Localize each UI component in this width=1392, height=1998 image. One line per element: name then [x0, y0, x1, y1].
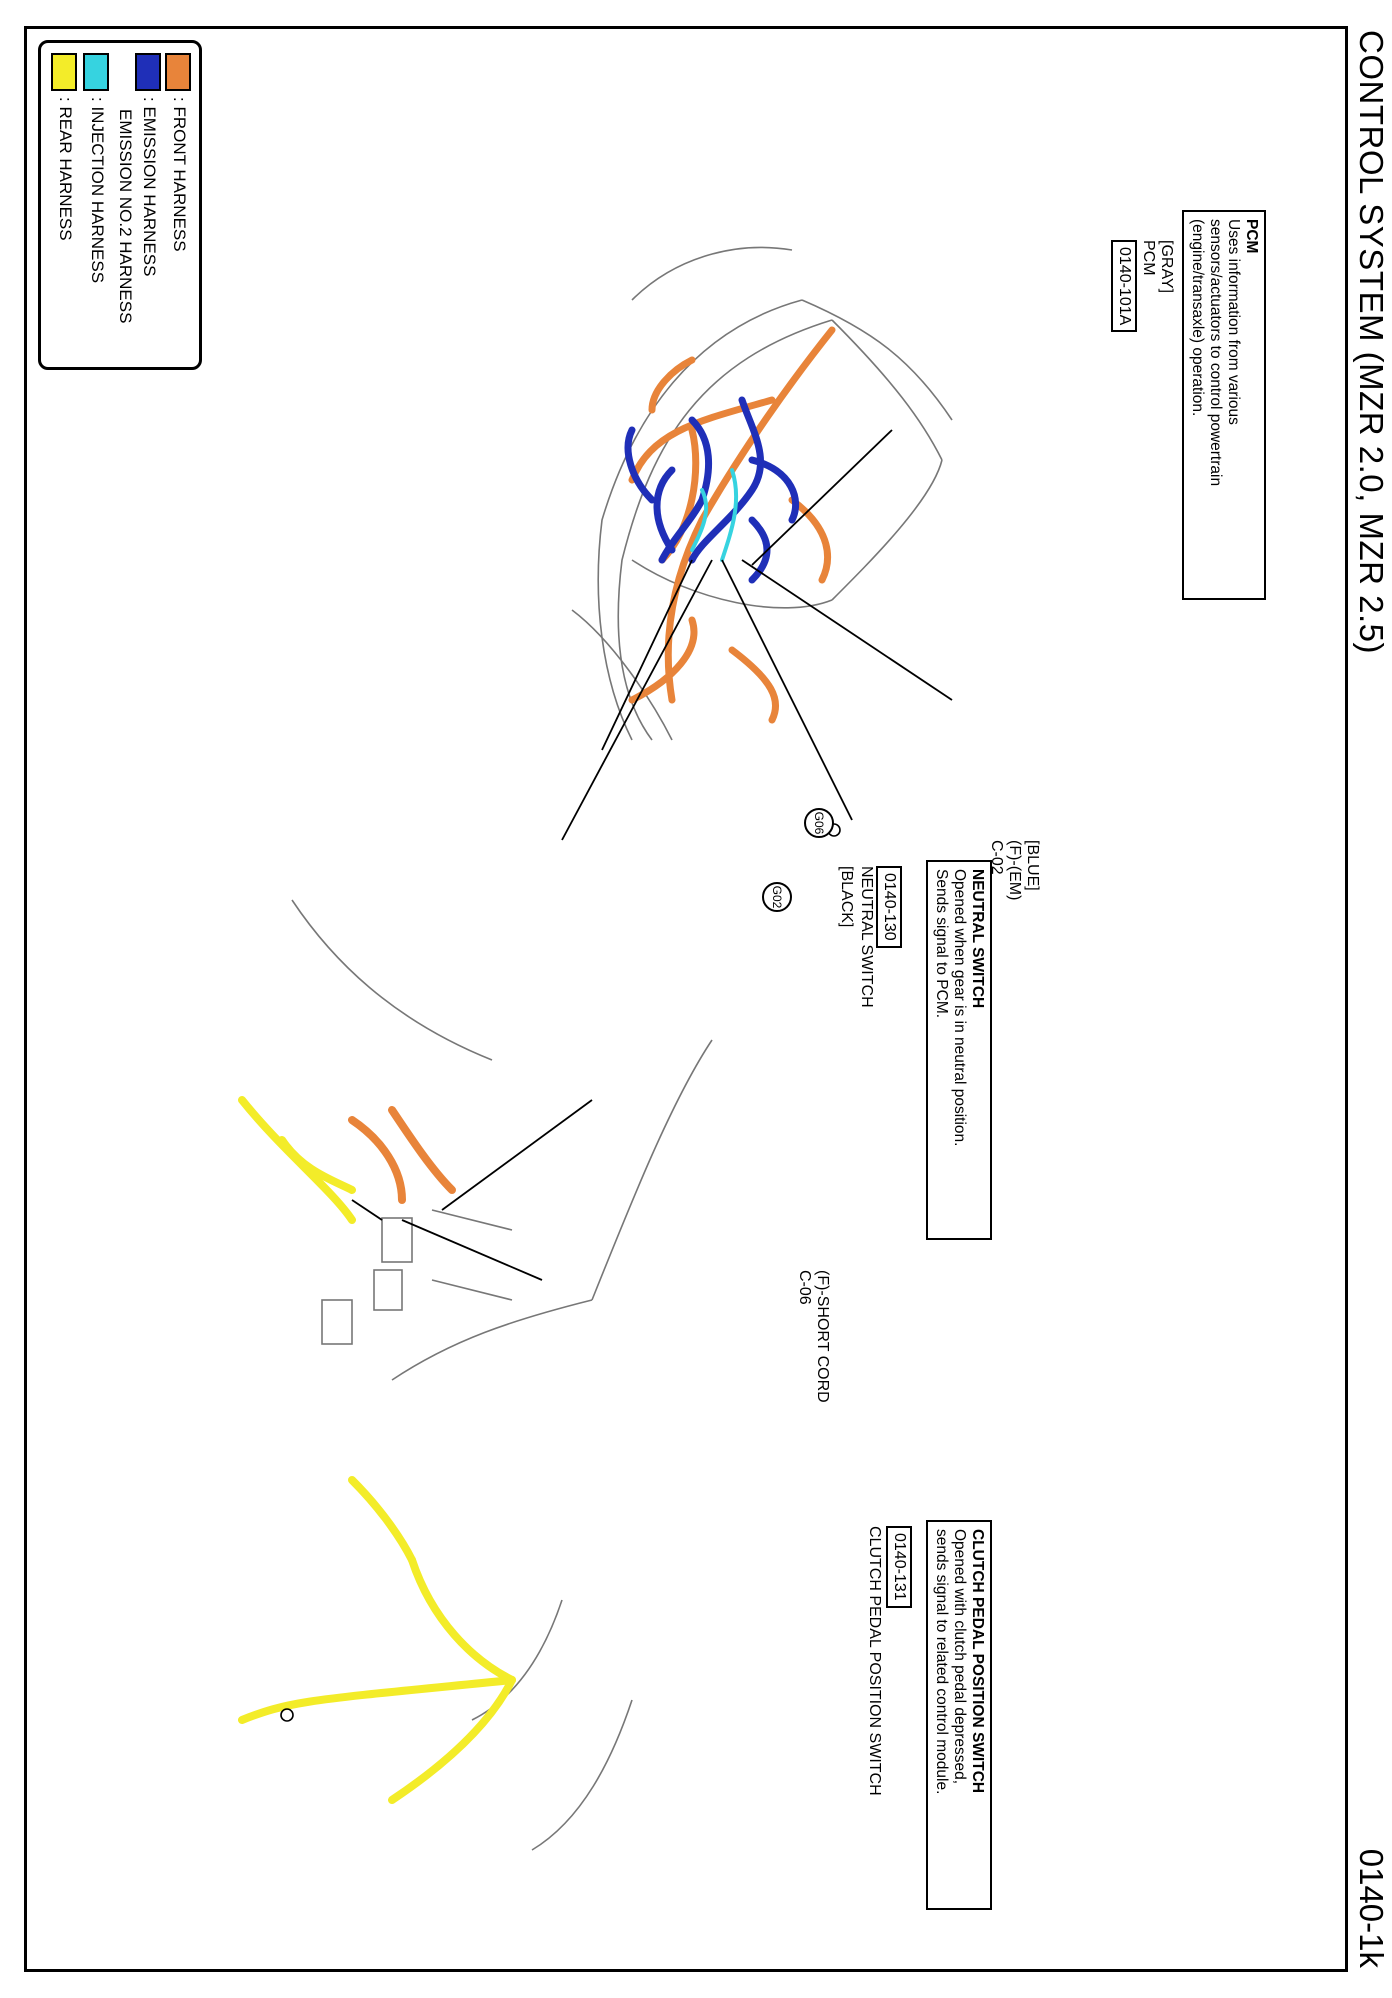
emission-harness — [624, 396, 800, 584]
pcm-name-label: PCM — [1140, 240, 1157, 276]
pcm-callout-line: sensors/actuators to control powertrain — [1207, 219, 1224, 487]
c06-harness-label: (F)-SHORT CORD — [814, 1270, 831, 1403]
front-harness-cabin — [348, 1106, 456, 1204]
clutch-switch-name-label: CLUTCH PEDAL POSITION SWITCH — [866, 1526, 883, 1796]
neutral-switch-callout-line: Opened when gear is in neutral position. — [951, 869, 968, 1147]
pcm-callout-line: Uses information from various — [1225, 219, 1242, 425]
cabin-outline — [291, 899, 713, 1851]
injection-harness — [690, 468, 739, 562]
legend-label: : INJECTION HARNESS — [88, 97, 107, 284]
clutch-switch-callout: CLUTCH PEDAL POSITION SWITCH Opened with… — [926, 1520, 992, 1910]
engine-bay-outline — [571, 246, 953, 741]
clutch-switch-callout-line: Opened with clutch pedal depressed, — [951, 1529, 968, 1785]
legend-swatch-injection — [83, 53, 109, 91]
neutral-switch-color-label: [BLACK] — [838, 866, 855, 928]
ground-g06-icon: G06 — [804, 808, 834, 838]
harness-legend: : FRONT HARNESS : EMISSION HARNESS EMISS… — [38, 40, 202, 370]
ground-g02-icon: G02 — [762, 882, 792, 912]
neutral-switch-name-label: NEUTRAL SWITCH — [858, 866, 875, 1008]
pedal-shapes — [321, 1217, 413, 1345]
legend-swatch-emission — [135, 53, 161, 91]
pcm-color-label: [GRAY] — [1158, 240, 1175, 294]
ground-terminals — [280, 823, 841, 1722]
neutral-switch-callout-title: NEUTRAL SWITCH — [969, 869, 986, 1009]
pcm-code-box: 0140-101A — [1111, 240, 1137, 333]
legend-label: : FRONT HARNESS — [170, 97, 189, 252]
pcm-callout-line: (engine/transaxle) operation. — [1189, 219, 1206, 417]
neutral-switch-callout-line: Sends signal to PCM. — [933, 869, 950, 1019]
clutch-switch-callout-title: CLUTCH PEDAL POSITION SWITCH — [969, 1529, 986, 1794]
legend-label: : EMISSION HARNESS — [140, 97, 159, 277]
pcm-callout: PCM Uses information from various sensor… — [1182, 210, 1266, 600]
leader-lines — [351, 429, 953, 1281]
neutral-switch-callout: NEUTRAL SWITCH Opened when gear is in ne… — [926, 860, 992, 1240]
c02-harness-label: (F)-(EM) — [1006, 840, 1023, 901]
rear-harness — [238, 1096, 516, 1804]
neutral-switch-code-box: 0140-130 — [876, 866, 902, 948]
c06-id-label: C-06 — [796, 1270, 813, 1305]
legend-swatch-rear — [51, 53, 77, 91]
legend-label: : REAR HARNESS — [56, 97, 75, 241]
legend-swatch-front — [165, 53, 191, 91]
c02-color-label: [BLUE] — [1024, 840, 1041, 891]
clutch-switch-callout-line: sends signal to related control module. — [933, 1529, 950, 1795]
pcm-callout-title: PCM — [1243, 219, 1260, 254]
legend-label: EMISSION NO.2 HARNESS — [116, 109, 135, 324]
clutch-switch-code-box: 0140-131 — [886, 1526, 912, 1608]
